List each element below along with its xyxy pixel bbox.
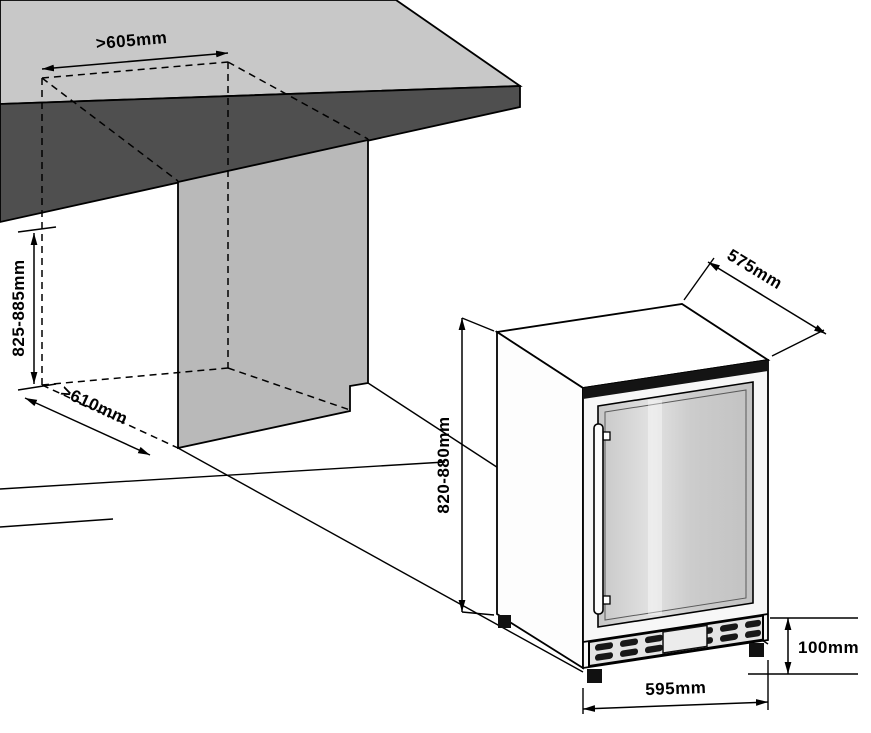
grille-slat <box>720 633 738 642</box>
grille-slat <box>595 652 613 661</box>
dim-unit-width-line <box>582 699 769 712</box>
floor-line-front <box>0 461 446 490</box>
grille-badge-plate <box>662 624 708 654</box>
hidden-edge-top-left <box>41 77 179 182</box>
counter-niche: >605mm 825-885mm >610mm <box>0 0 769 673</box>
hidden-edge-top-right <box>227 61 369 140</box>
dim-niche-width: >605mm <box>41 28 229 72</box>
dim-niche-height-ext-bottom <box>17 383 57 391</box>
dim-niche-height-ext-top <box>17 226 57 233</box>
floor-lines <box>0 461 446 528</box>
projection-line-left <box>177 447 584 673</box>
grille-slat <box>595 642 613 651</box>
grille-slat <box>620 638 638 647</box>
niche-back-wall <box>177 138 369 450</box>
dim-unit-width: 595mm <box>582 660 769 714</box>
door-glass-inner-frame <box>604 389 747 621</box>
hidden-edge-floor-right <box>227 367 351 411</box>
appliance-feet <box>498 615 764 683</box>
handle-mount-top <box>602 431 611 441</box>
floor-line-lower <box>0 518 114 528</box>
handle-bar <box>593 423 604 615</box>
dim-unit-depth-label: 575mm <box>724 245 786 293</box>
dim-niche-depth-line <box>24 397 151 456</box>
vent-grille <box>588 614 764 668</box>
dim-unit-height-ext-top <box>461 317 495 332</box>
dim-unit-height: 820-880mm <box>434 317 495 616</box>
door-glass <box>597 381 754 628</box>
dim-niche-depth: >610mm <box>24 381 151 456</box>
dim-unit-height-ext-bottom <box>461 611 495 616</box>
dim-niche-depth-label: >610mm <box>58 381 131 428</box>
grille-slat <box>745 629 761 638</box>
dim-plinth-height-label: 100mm <box>798 638 859 657</box>
foot-back-left <box>498 615 511 628</box>
grille-slat <box>620 648 638 657</box>
dim-unit-width-label: 595mm <box>645 678 707 699</box>
door-handle <box>593 423 611 615</box>
grille-slat <box>745 619 761 628</box>
dim-unit-depth-ext-front <box>771 329 825 357</box>
dim-unit-height-label: 820-880mm <box>434 416 453 513</box>
door-top-strip <box>583 360 768 399</box>
dim-niche-height: 825-885mm <box>9 226 57 391</box>
grille-slat <box>720 623 738 632</box>
grille-slat <box>645 634 663 644</box>
dim-unit-depth-line <box>707 261 827 335</box>
glass-reflection <box>648 400 662 615</box>
foot-front-left <box>587 669 602 683</box>
handle-mount-bottom <box>602 595 611 605</box>
grille-slat <box>645 644 663 654</box>
foot-front-right <box>749 643 764 657</box>
appliance: 820-880mm 575mm 100mm 595mm <box>434 245 859 714</box>
dim-niche-width-line <box>41 50 229 72</box>
dim-plinth-height: 100mm <box>748 617 859 675</box>
countertop-front-edge <box>0 85 521 223</box>
dim-unit-depth-ext-back <box>683 257 715 301</box>
dim-niche-height-label: 825-885mm <box>9 259 28 356</box>
